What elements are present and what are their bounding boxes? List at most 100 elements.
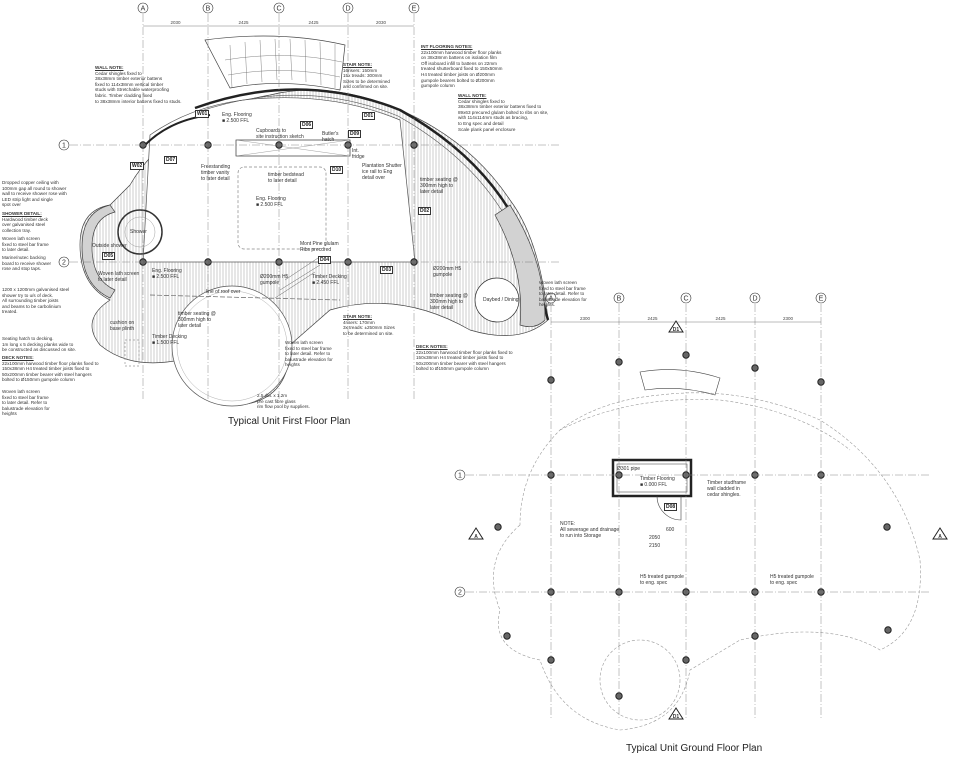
- label-woven-lath-screen-detail: Woven lath screen to later detail: [98, 271, 140, 283]
- gf-dimension: 2300: [580, 316, 591, 321]
- gf-grid-bubble: [815, 292, 827, 304]
- bed: [237, 166, 327, 250]
- ground-floor-plan-title: Typical Unit Ground Floor Plan: [626, 743, 763, 754]
- ff-grid-label: C: [276, 6, 281, 13]
- gumpole-column: [883, 523, 891, 531]
- door-window-tag: D09: [348, 130, 362, 138]
- label-monterey-pine: Mont Pine glulam Ribs precured: [300, 241, 339, 253]
- note-steel-shower: 1200 x 1200mm galvanised steel shower tr…: [2, 287, 69, 315]
- label-plantation-shutter: Plantation Shutter ice rail to Eng detai…: [362, 163, 402, 181]
- ground-outline-above: [493, 392, 921, 731]
- note-dropped-ceiling: Dropped copper ceiling with 100mm gap al…: [2, 180, 67, 208]
- label-timber-bedstead: timber bedstead to later detail: [268, 172, 304, 184]
- note-body: Marine/nutec backing board to receive sh…: [2, 255, 52, 272]
- gumpole-column: [615, 358, 623, 366]
- gumpole-column: [503, 632, 511, 640]
- gf-label-sewerage-heading: NOTE:: [560, 521, 576, 527]
- ff-grid-bubble: [273, 2, 285, 14]
- label-gumpole-1: Ø200mm H5 gumpole: [260, 274, 289, 286]
- ff-row-label: 1: [62, 143, 66, 150]
- note-heading: WALL NOTE:: [458, 93, 487, 98]
- label-freestanding-vanity: Freestanding timber vanity to later deta…: [201, 164, 231, 182]
- door-window-tag: D05: [102, 252, 116, 260]
- gf-row-label: 2: [458, 590, 462, 597]
- ff-dimension: 2030: [170, 20, 181, 25]
- label-daybed: Daybed / Dining: [483, 297, 519, 303]
- note-heading: SHOWER DETAIL:: [2, 211, 42, 216]
- gumpole-column: [682, 351, 690, 359]
- section-marker-label: A: [938, 534, 942, 540]
- gf-grid-label: A: [549, 296, 554, 303]
- note-body: 16risers: 150mm 15x treads: 300mm Sizes …: [343, 67, 390, 90]
- note-body: Hardwood timber deck over galvanised ste…: [2, 216, 48, 233]
- right-screen: [494, 204, 546, 327]
- gf-label-dim-600: 600: [666, 527, 675, 533]
- section-marker: [668, 707, 684, 720]
- line-of-roof-over: [149, 294, 341, 301]
- left-screen: [81, 204, 116, 299]
- note-body: Woven lath screen fixed to steel bar fra…: [2, 236, 49, 253]
- note-deck-notes-left: DECK NOTES:22x100mm harwood timber floor…: [2, 355, 99, 383]
- note-woven-lath-2: Woven lath screen fixed to steel bar fra…: [2, 389, 50, 417]
- door-window-tag: W01: [195, 110, 210, 118]
- note-seating-hatch: Seating hatch to decking. 1m long x 5 de…: [2, 336, 76, 353]
- gf-row-bubble: [454, 586, 466, 598]
- gf-grid-label: D: [752, 296, 757, 303]
- note-body: Seating hatch to decking. 1m long x 5 de…: [2, 336, 77, 353]
- note-body: Woven lath screen fixed to steel bar fra…: [539, 280, 587, 308]
- ff-grid-bubble: [408, 2, 420, 14]
- label-shower: Shower: [130, 229, 147, 235]
- shower-circle: [117, 209, 163, 255]
- door-window-tag: D01: [362, 112, 376, 120]
- section-marker: [468, 527, 484, 540]
- note-body: 1200 x 1200mm galvanised steel shower tr…: [2, 287, 70, 315]
- section-marker: [932, 527, 948, 540]
- lower-stair: [274, 257, 321, 299]
- section-marker-label: A: [474, 534, 478, 540]
- ff-grid-label: D: [345, 6, 350, 13]
- door-window-tag: D06: [300, 121, 314, 129]
- note-body: Woven lath screen fixed to steel bar fra…: [285, 340, 333, 368]
- gf-label-sewerage: All sewerage and drainage to run into St…: [560, 527, 620, 539]
- ff-row-bubble: [58, 256, 70, 268]
- gumpole-column: [817, 378, 825, 386]
- first-floor-plan-title: Typical Unit First Floor Plan: [228, 416, 351, 427]
- label-line-of-roof-over: line of roof over: [206, 289, 241, 295]
- gumpole-column: [682, 656, 690, 664]
- ff-grid-label: E: [412, 6, 417, 13]
- interior-floor: [142, 97, 416, 263]
- ff-dimension: 2425: [308, 20, 319, 25]
- note-stair-note-top: STAIR NOTE:16risers: 150mm 15x treads: 3…: [343, 62, 390, 90]
- section-marker: [668, 320, 684, 333]
- note-heading: STAIR NOTE:: [343, 62, 373, 67]
- gf-dimension: 2425: [647, 316, 658, 321]
- note-wall-note-right: WALL NOTE:Cedar shingles fixed to 38x38m…: [458, 93, 548, 127]
- door-window-tag: D03: [380, 266, 394, 274]
- pool-circle: [171, 285, 293, 407]
- gumpole-column: [751, 364, 759, 372]
- gf-label-pipe: Ø301 pipe: [617, 466, 641, 472]
- gf-grid-bubble: [749, 292, 761, 304]
- label-gumpole-2: Ø200mm H5 gumpole: [433, 266, 462, 278]
- gumpole-column: [547, 376, 555, 384]
- gumpole-column: [884, 626, 892, 634]
- gf-grid-bubble: [545, 292, 557, 304]
- label-cushion: cushion on base plinth: [110, 320, 135, 332]
- label-cupboards: Cupboards to site instruction sketch: [256, 128, 304, 140]
- label-timber-seating-right: timber seating @ 300mm high to later det…: [420, 177, 458, 195]
- gf-grid-bubble: [613, 292, 625, 304]
- note-wall-note-left: WALL NOTE:Cedar shingles fixed to 38x38m…: [95, 65, 182, 104]
- ff-row-bubble: [58, 139, 70, 151]
- ff-grid-bubble: [202, 2, 214, 14]
- ground-floor-plan-drawing: [493, 369, 921, 731]
- gf-label-stud-frame: Timber studframe wall cladded in cedar s…: [707, 480, 746, 498]
- storage-room: [611, 458, 693, 521]
- label-timber-decking-mid: Timber Decking ■ 2.450 FFL: [312, 274, 347, 286]
- door-window-tag: W02: [130, 162, 145, 170]
- section-marker-label: D1: [673, 714, 680, 720]
- note-body: 2.5 dia. x 1.2m pre cast fibre glass rim…: [257, 393, 310, 410]
- gumpole-column: [751, 632, 759, 640]
- label-eng-flooring-top: Eng. Flooring ■ 2.500 FFL: [222, 112, 252, 124]
